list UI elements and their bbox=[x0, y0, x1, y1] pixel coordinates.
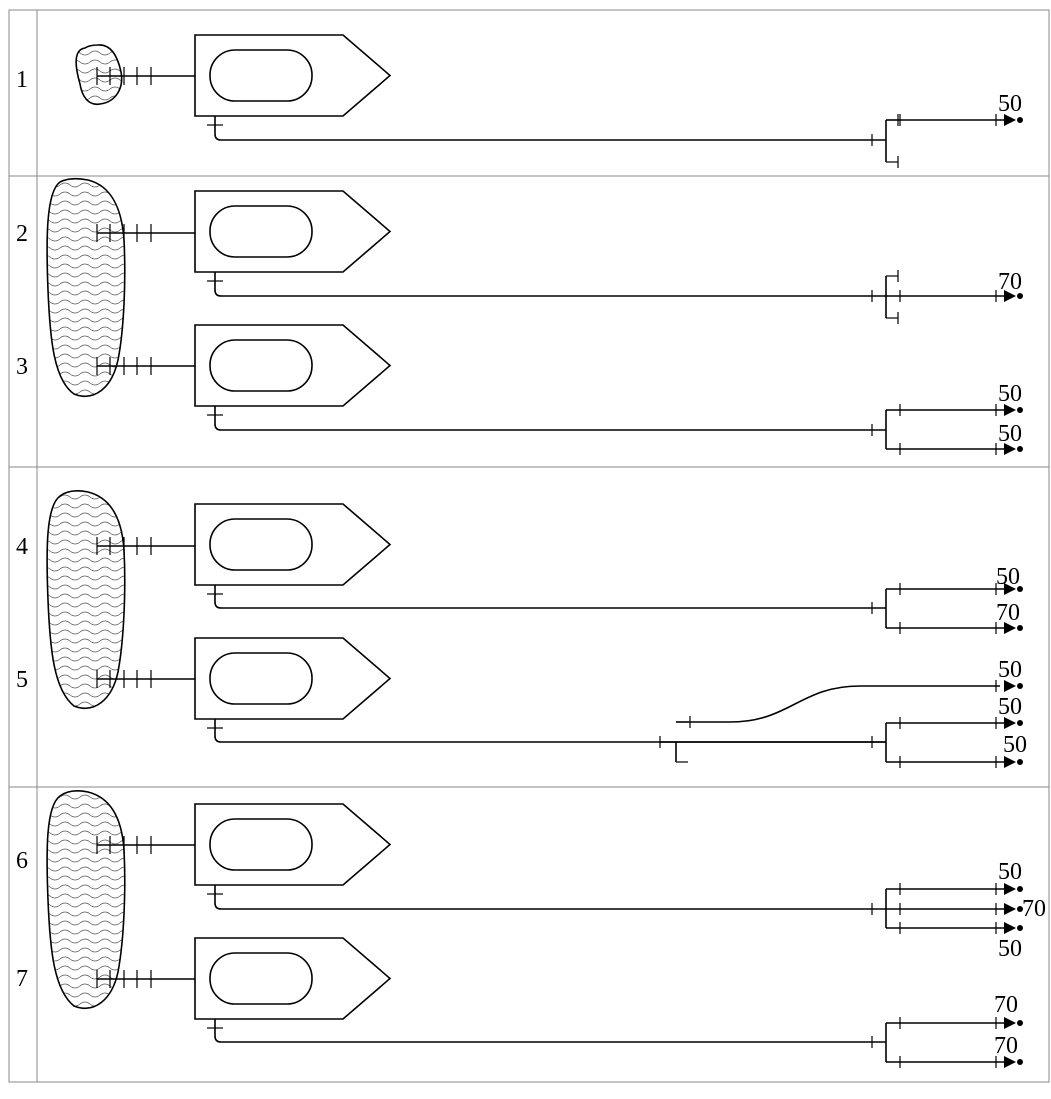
pump-housing bbox=[194, 637, 392, 720]
output-label-r2-1: 70 bbox=[998, 269, 1022, 295]
nozzle-icon bbox=[1004, 443, 1016, 455]
row-label-6: 6 bbox=[16, 848, 28, 874]
pump-window bbox=[209, 205, 313, 258]
nozzle-tip-icon bbox=[1017, 886, 1023, 892]
nozzle-icon bbox=[1004, 883, 1016, 895]
output-label-r6-2: 70 bbox=[1022, 896, 1046, 922]
row-label-4: 4 bbox=[16, 534, 28, 560]
source-blob-3 bbox=[46, 490, 126, 709]
nozzle-icon bbox=[1004, 756, 1016, 768]
row-label-2: 2 bbox=[16, 221, 28, 247]
output-label-r7-1: 70 bbox=[994, 992, 1018, 1018]
return-pipe bbox=[214, 116, 886, 141]
nozzle-tip-icon bbox=[1017, 407, 1023, 413]
nozzle-icon bbox=[1004, 404, 1016, 416]
output-label-r3-2: 50 bbox=[998, 421, 1022, 447]
pump-housing bbox=[194, 324, 392, 407]
nozzle-icon bbox=[1004, 583, 1016, 595]
pump-window bbox=[209, 818, 313, 871]
return-pipe bbox=[214, 885, 886, 910]
pump-window bbox=[209, 518, 313, 571]
row-4-piping bbox=[96, 503, 1023, 634]
nozzle-icon bbox=[1004, 717, 1016, 729]
table-frame bbox=[8, 9, 1050, 1083]
nozzle-tip-icon bbox=[1017, 925, 1023, 931]
row-1-piping bbox=[96, 34, 1023, 168]
output-label-r4-2: 70 bbox=[996, 600, 1020, 626]
nozzle-icon bbox=[1004, 114, 1016, 126]
nozzle-icon bbox=[1004, 622, 1016, 634]
row-5-piping bbox=[96, 637, 1023, 768]
output-label-r4-1: 50 bbox=[996, 564, 1020, 590]
pump-window bbox=[209, 339, 313, 392]
nozzle-icon bbox=[1004, 680, 1016, 692]
nozzle-tip-icon bbox=[1017, 720, 1023, 726]
source-blob-2 bbox=[46, 177, 126, 397]
return-pipe bbox=[214, 1019, 886, 1043]
nozzle-tip-icon bbox=[1017, 906, 1023, 912]
pump-window bbox=[209, 652, 313, 705]
nozzle-tip-icon bbox=[1017, 759, 1023, 765]
nozzle-tip-icon bbox=[1017, 446, 1023, 452]
pump-housing bbox=[194, 803, 392, 886]
row-label-3: 3 bbox=[16, 354, 28, 380]
row-label-5: 5 bbox=[16, 667, 28, 693]
row-label-1: 1 bbox=[16, 67, 28, 93]
nozzle-tip-icon bbox=[1017, 586, 1023, 592]
pump-window bbox=[209, 952, 313, 1005]
return-pipe bbox=[214, 272, 886, 297]
row-5-branch-outlet bbox=[660, 680, 1023, 743]
nozzle-icon bbox=[1004, 1017, 1016, 1029]
nozzle-icon bbox=[1004, 290, 1016, 302]
output-label-r5-3: 50 bbox=[1003, 732, 1027, 758]
output-label-r5-2: 50 bbox=[998, 694, 1022, 720]
output-label-r3-1: 50 bbox=[998, 381, 1022, 407]
row-6-piping bbox=[96, 803, 1023, 934]
nozzle-tip-icon bbox=[1017, 293, 1023, 299]
row-7-piping bbox=[96, 937, 1023, 1068]
return-pipe bbox=[214, 719, 886, 743]
nozzle-tip-icon bbox=[1017, 683, 1023, 689]
pump-housing bbox=[194, 503, 392, 586]
nozzle-icon bbox=[1004, 903, 1016, 915]
output-label-r1-1: 50 bbox=[998, 91, 1022, 117]
nozzle-tip-icon bbox=[1017, 1059, 1023, 1065]
output-label-r7-2: 70 bbox=[994, 1033, 1018, 1059]
nozzle-tip-icon bbox=[1017, 1020, 1023, 1026]
return-pipe bbox=[214, 585, 886, 609]
nozzle-icon bbox=[1004, 922, 1016, 934]
row-2-piping bbox=[96, 190, 1023, 324]
row-label-7: 7 bbox=[16, 966, 28, 992]
nozzle-tip-icon bbox=[1017, 625, 1023, 631]
row-5-curved-branch bbox=[659, 685, 1000, 763]
pump-window bbox=[209, 49, 313, 102]
output-label-r6-1: 50 bbox=[998, 859, 1022, 885]
return-pipe bbox=[214, 406, 886, 431]
nozzle-tip-icon bbox=[1017, 117, 1023, 123]
pump-housing bbox=[194, 937, 392, 1020]
row-3-piping bbox=[96, 324, 1023, 455]
pump-housing bbox=[194, 34, 392, 117]
source-blob-4 bbox=[46, 790, 126, 1009]
nozzle-icon bbox=[1004, 1056, 1016, 1068]
output-label-r5-1: 50 bbox=[998, 657, 1022, 683]
pump-housing bbox=[194, 190, 392, 273]
output-label-r6-3: 50 bbox=[998, 936, 1022, 962]
